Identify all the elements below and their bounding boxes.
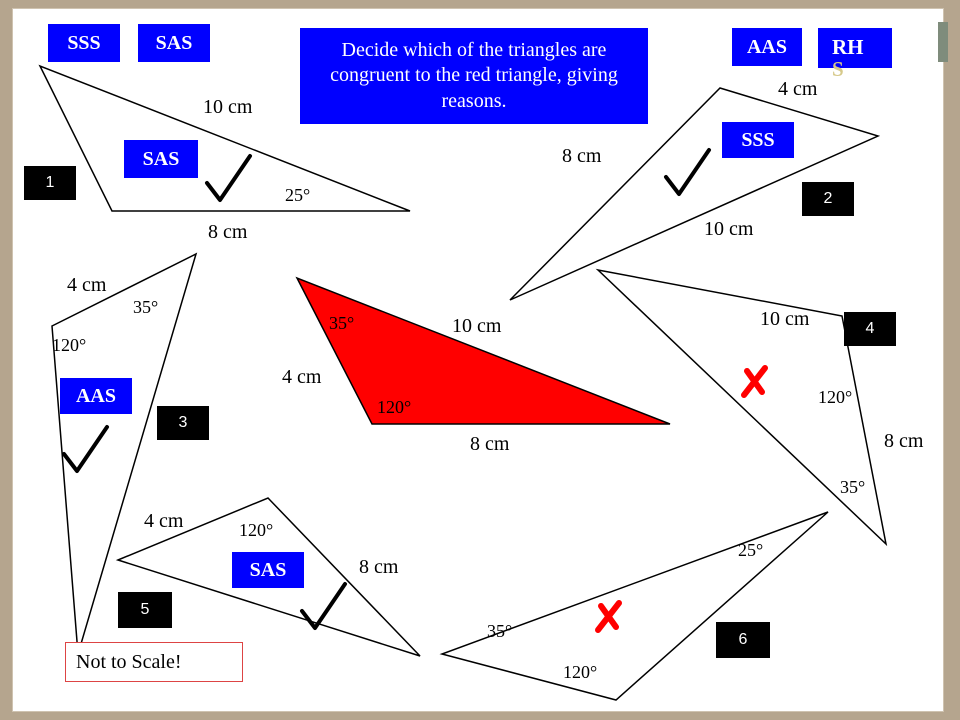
instruction-box: Decide which of the triangles are congru… xyxy=(300,28,648,124)
triangle-2-side-b: 8 cm xyxy=(562,145,602,167)
red-triangle xyxy=(295,276,671,425)
triangle-6-angle-a: 25° xyxy=(738,540,764,560)
tick-icon xyxy=(62,425,109,473)
tick-icon xyxy=(664,148,711,196)
triangle-1-reason-badge: SAS xyxy=(124,140,198,178)
red-triangle-side-a: 10 cm xyxy=(452,315,502,337)
triangle-5-side-a: 4 cm xyxy=(144,510,184,532)
red-triangle-angle-b: 120° xyxy=(377,397,412,417)
triangle-3 xyxy=(51,252,198,655)
triangle-4-side-a: 10 cm xyxy=(760,308,810,330)
frame-top xyxy=(0,0,960,8)
triangle-3-reason-badge: AAS xyxy=(60,378,132,414)
sss-badge: SSS xyxy=(48,24,120,62)
aas-badge: AAS xyxy=(732,28,802,66)
sas-badge: SAS xyxy=(138,24,210,62)
cross-icon xyxy=(741,365,768,398)
triangle-2-number: 2 xyxy=(802,182,854,216)
triangle-3-angle-a: 35° xyxy=(133,297,159,317)
triangle-6-angle-c: 120° xyxy=(563,662,598,682)
triangle-3-number: 3 xyxy=(157,406,209,440)
triangle-5-side-b: 8 cm xyxy=(359,556,399,578)
triangle-4 xyxy=(595,268,888,547)
tick-icon xyxy=(300,582,347,630)
triangle-1 xyxy=(38,64,411,212)
triangle-2 xyxy=(509,87,881,301)
triangle-1-angle-a: 25° xyxy=(285,185,311,205)
triangle-2-reason-badge: SSS xyxy=(722,122,794,158)
red-triangle-side-c: 8 cm xyxy=(470,433,510,455)
triangle-6-number: 6 xyxy=(716,622,770,658)
triangle-6 xyxy=(439,511,829,701)
rhs-badge-line1: RH xyxy=(832,35,864,59)
note-text: Not to Scale! xyxy=(76,650,182,673)
red-triangle-angle-a: 35° xyxy=(329,313,355,333)
frame-right xyxy=(944,0,960,720)
triangle-4-angle-b: 35° xyxy=(840,477,866,497)
frame-left xyxy=(0,0,12,720)
triangle-1-side-b: 8 cm xyxy=(208,221,248,243)
triangle-4-number: 4 xyxy=(844,312,896,346)
triangle-1-number: 1 xyxy=(24,166,76,200)
triangle-2-side-a: 4 cm xyxy=(778,78,818,100)
triangle-4-angle-a: 120° xyxy=(818,387,853,407)
triangle-5-reason-badge: SAS xyxy=(232,552,304,588)
frame-bottom xyxy=(0,712,960,720)
not-to-scale-note: Not to Scale! xyxy=(65,642,243,682)
triangle-1-side-a: 10 cm xyxy=(203,96,253,118)
rhs-badge: RH S xyxy=(818,28,892,80)
triangle-4-side-b: 8 cm xyxy=(884,430,924,452)
triangle-3-angle-b: 120° xyxy=(52,335,87,355)
triangle-6-angle-b: 35° xyxy=(487,621,513,641)
frame-tab xyxy=(936,22,948,62)
tick-icon xyxy=(205,154,252,202)
triangle-5-number: 5 xyxy=(118,592,172,628)
triangle-5 xyxy=(115,497,421,657)
cross-icon xyxy=(595,600,622,633)
triangle-2-side-c: 10 cm xyxy=(704,218,754,240)
instruction-text: Decide which of the triangles are congru… xyxy=(330,38,618,112)
rhs-badge-line2: S xyxy=(832,57,844,81)
triangle-5-angle-a: 120° xyxy=(239,520,274,540)
triangle-3-side-a: 4 cm xyxy=(67,274,107,296)
frame-inner-border xyxy=(12,8,944,712)
red-triangle-side-b: 4 cm xyxy=(282,366,322,388)
